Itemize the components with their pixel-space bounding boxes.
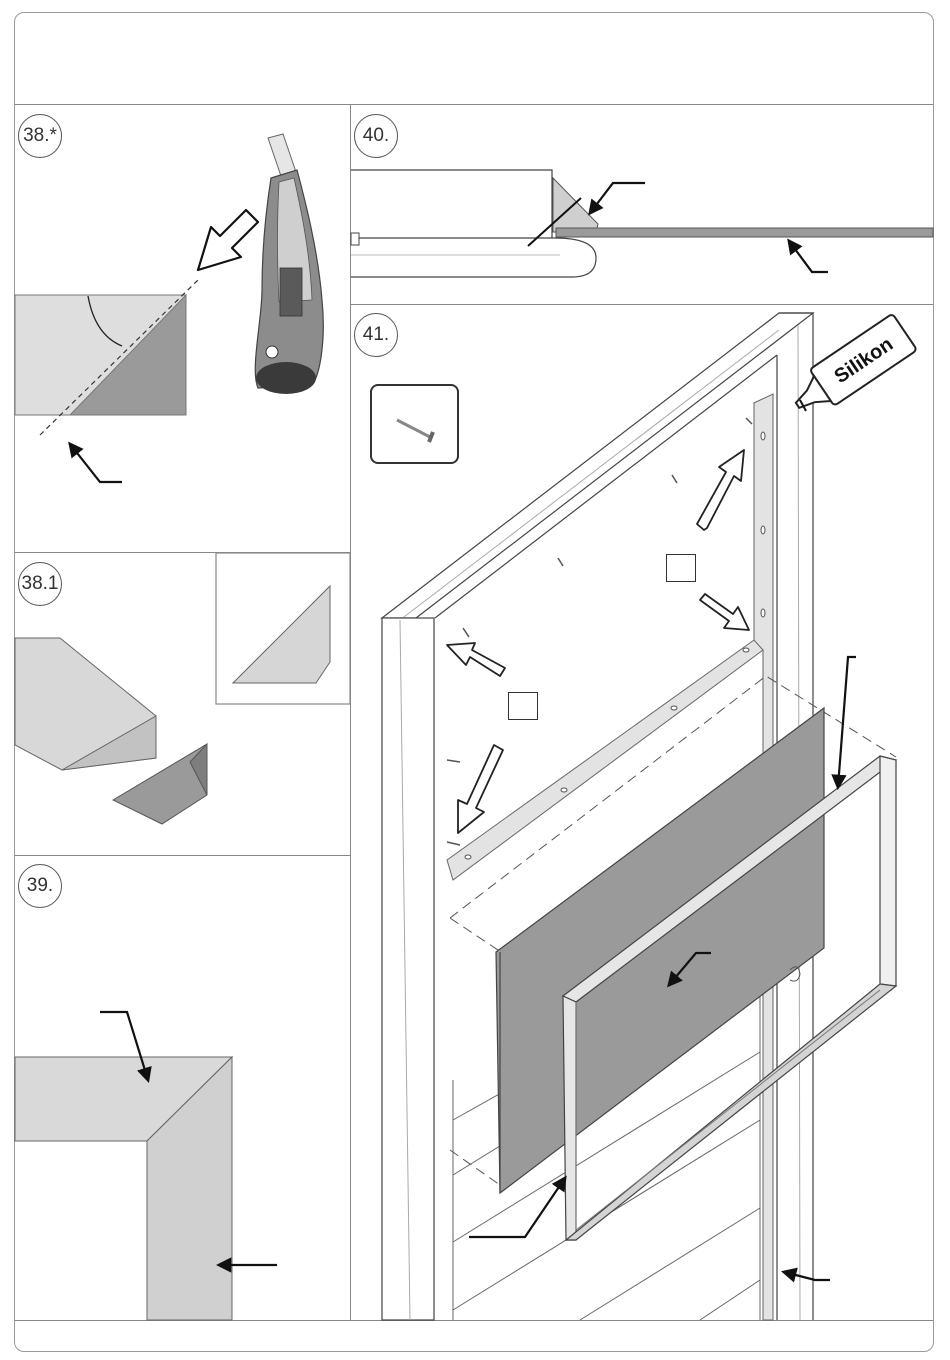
pointer-arrow (70, 444, 122, 482)
callout-box (508, 692, 538, 720)
callout-box (666, 554, 696, 582)
step-label: 38.1 (22, 573, 59, 595)
cut-direction-arrow (198, 210, 258, 270)
step-badge-38-1: 38.1 (18, 562, 62, 606)
nail-icon (372, 386, 461, 466)
step38-miter-drawing (15, 280, 198, 435)
step-badge-41: 41. (354, 313, 398, 357)
hollow-arrows (447, 450, 749, 833)
step-badge-39: 39. (18, 864, 62, 908)
utility-knife-icon (255, 134, 323, 394)
step-label: 41. (363, 324, 389, 346)
step-badge-38: 38.* (18, 114, 62, 158)
step39-frame-corner (15, 1057, 232, 1320)
pointer-arrow (784, 1272, 830, 1280)
pointer-arrow (789, 241, 828, 272)
step40-drawing (351, 170, 933, 277)
step-label: 38.* (23, 125, 57, 147)
step-label: 40. (363, 125, 389, 147)
nail-inset (370, 384, 459, 464)
pointer-arrow (469, 1178, 565, 1237)
pointer-arrow (590, 183, 645, 213)
step-label: 39. (27, 875, 53, 897)
step381-drawing (15, 553, 350, 824)
step-badge-40: 40. (354, 114, 398, 158)
